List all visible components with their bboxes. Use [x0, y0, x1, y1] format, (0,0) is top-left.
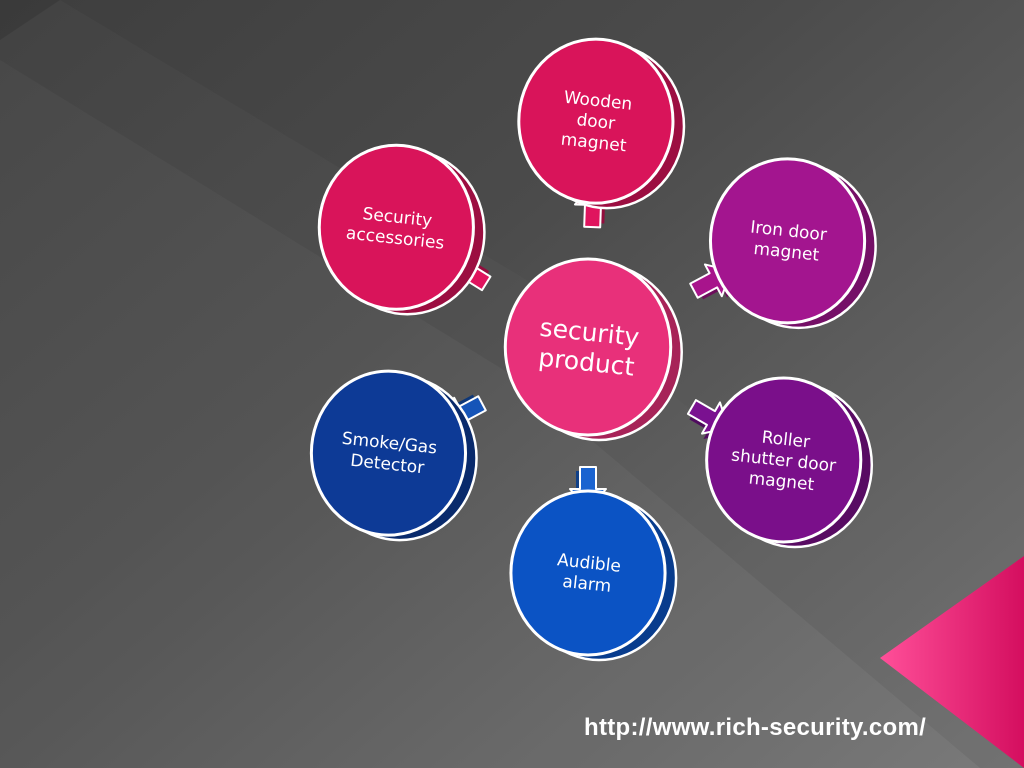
node-iron-door-magnet-face: [708, 157, 867, 325]
node-label-smoke-gas-detector: Smoke/GasDetector: [339, 429, 439, 480]
corner-accent-shape: [880, 556, 1024, 768]
node-smoke-gas-detector-face: [309, 369, 468, 537]
node-smoke-gas-detector: Smoke/GasDetector: [309, 369, 478, 542]
node-wooden-door-magnet-face: [517, 37, 675, 205]
node-wooden-door-magnet: Woodendoormagnet: [517, 37, 686, 210]
center-hub: securityproduct: [503, 257, 683, 442]
node-security-accessories: Securityaccessories: [317, 143, 486, 316]
node-audible-alarm: Audiblealarm: [509, 489, 678, 662]
node-roller-shutter-door-magnet-face: [705, 376, 863, 544]
node-label-wooden-door-magnet-line: door: [576, 110, 616, 134]
node-iron-door-magnet: Iron doormagnet: [708, 157, 877, 330]
center-hub-face: [503, 257, 673, 437]
node-roller-shutter-door-magnet: Rollershutter doormagnet: [705, 376, 874, 549]
website-url-text[interactable]: http://www.rich-security.com/: [584, 714, 927, 741]
node-security-accessories-face: [317, 143, 475, 311]
node-audible-alarm-face: [509, 489, 667, 657]
node-label-iron-door-magnet: Iron doormagnet: [747, 217, 828, 266]
center-label: securityproduct: [535, 313, 641, 382]
